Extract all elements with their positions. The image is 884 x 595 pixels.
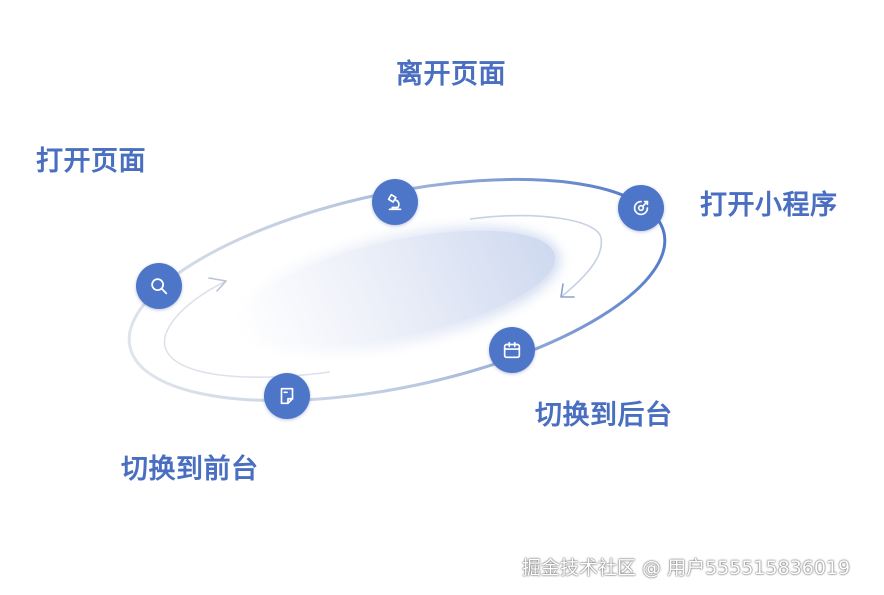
node-open-page[interactable] [136, 263, 182, 309]
inner-arc-right-arrow [560, 283, 575, 298]
node-leave-page[interactable] [372, 179, 418, 225]
inner-arc-left-arrow [208, 277, 227, 292]
label-switch-background: 切换到后台 [535, 400, 673, 431]
inner-arc-right [469, 214, 603, 298]
inner-arc-left [163, 280, 331, 378]
document-icon [280, 387, 294, 405]
radar-icon [633, 200, 649, 216]
label-switch-foreground: 切换到前台 [121, 454, 259, 485]
node-open-mini-program[interactable] [618, 185, 664, 231]
node-switch-background[interactable] [489, 327, 535, 373]
calendar-icon [503, 341, 521, 359]
label-open-mini-program: 打开小程序 [700, 190, 838, 221]
watermark: 掘金技术社区 @ 用户555515836019 [522, 557, 851, 579]
center-ellipse-core [245, 230, 555, 346]
microscope-icon [387, 193, 402, 211]
node-switch-foreground[interactable] [264, 373, 310, 419]
label-open-page: 打开页面 [36, 146, 146, 177]
search-icon [151, 278, 168, 295]
label-leave-page: 离开页面 [396, 59, 506, 90]
